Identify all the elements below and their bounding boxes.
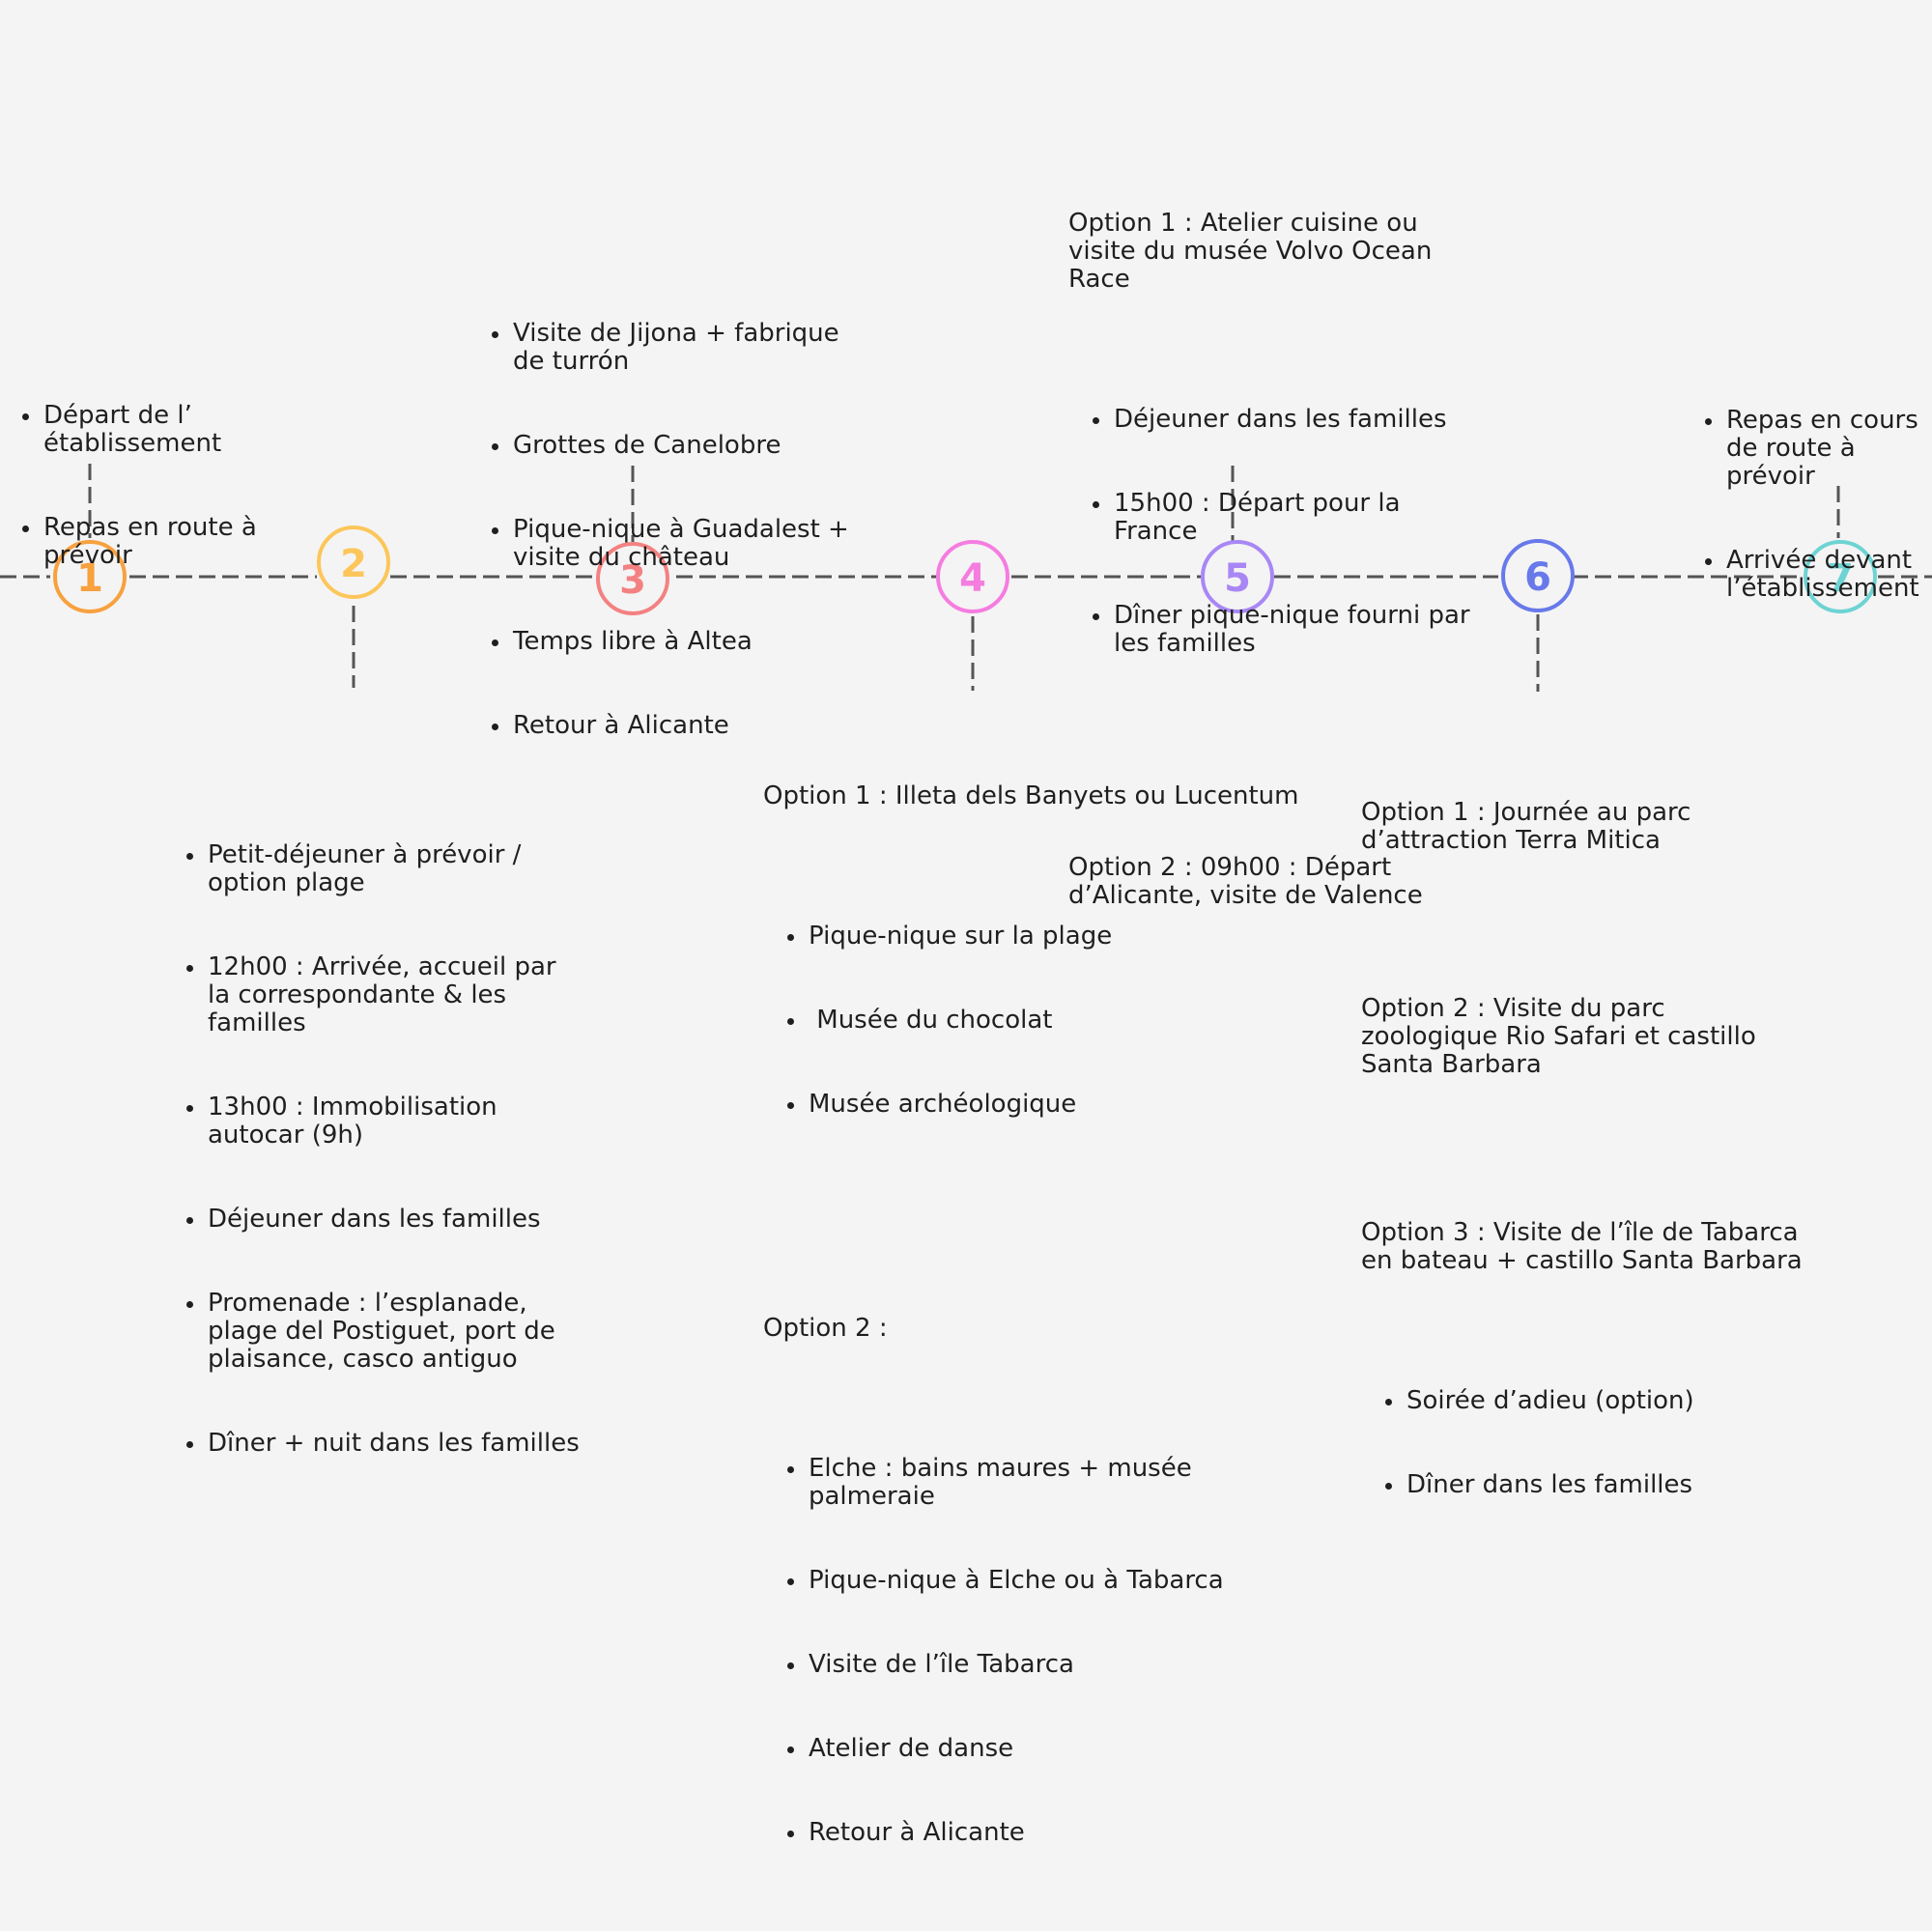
- day4-option2-item: Elche : bains maures + musée palmeraie: [786, 1455, 1304, 1511]
- day5-option2-heading: Option 2 : 09h00 : Départ d’Alicante, vi…: [1068, 853, 1423, 910]
- day5-option1-item: Dîner pique-nique fourni par les famille…: [1092, 602, 1479, 658]
- day7-item: Arrivée devant l’établissement: [1704, 547, 1924, 603]
- step-marker-3: 3: [596, 542, 669, 615]
- step-marker-2: 2: [317, 525, 390, 599]
- spacer: [763, 1231, 1304, 1259]
- day2-item: Déjeuner dans les familles: [185, 1206, 582, 1234]
- day4-option1-item: Musée archéologique: [786, 1091, 1304, 1119]
- day4-option1-heading: Option 1 : Illeta dels Banyets ou Lucent…: [763, 781, 1299, 810]
- day7-item: Repas en cours de route à prévoir: [1704, 407, 1924, 491]
- day3-block: Visite de Jijona + fabrique de turrón Gr…: [491, 208, 853, 824]
- day5-option1-item: 15h00 : Départ pour la France: [1092, 490, 1479, 546]
- step-marker-1: 1: [53, 540, 127, 613]
- step-circle: [317, 525, 390, 599]
- step-number: 1: [76, 556, 103, 601]
- step-connectors: [88, 464, 1840, 692]
- day3-item: Pique-nique à Guadalest + visite du chât…: [491, 516, 853, 572]
- step-circle: [1201, 540, 1274, 613]
- day3-item: Visite de Jijona + fabrique de turrón: [491, 320, 853, 376]
- step-circle: [596, 542, 669, 615]
- day4-option1-item: Pique-nique sur la plage: [786, 923, 1304, 951]
- day2-item: 13h00 : Immobilisation autocar (9h): [185, 1093, 582, 1150]
- day4-option2-item: Pique-nique à Elche ou à Tabarca: [786, 1567, 1304, 1595]
- step-circle: [936, 540, 1009, 613]
- day6-option3: Option 3 : Visite de l’île de Tabarca en…: [1361, 1218, 1806, 1275]
- timeline-diagram: 1 2 3 4 5 6 7: [0, 464, 1932, 692]
- step-markers: 1 2 3 4 5 6 7: [53, 525, 1877, 615]
- day4-option2-heading: Option 2 :: [763, 1314, 888, 1343]
- day3-item: Retour à Alicante: [491, 712, 853, 740]
- step-number: 4: [959, 556, 986, 601]
- day5-option1-item: Déjeuner dans les familles: [1092, 406, 1479, 434]
- day6-item: Soirée d’adieu (option): [1384, 1387, 1805, 1415]
- day1-block: Départ de l’ établissement Repas en rout…: [21, 290, 263, 654]
- step-number: 2: [340, 542, 367, 586]
- step-number: 5: [1224, 556, 1251, 601]
- day2-item: 12h00 : Arrivée, accueil par la correspo…: [185, 953, 582, 1037]
- step-number: 6: [1524, 555, 1551, 600]
- day1-item: Repas en route à prévoir: [21, 514, 263, 570]
- step-marker-4: 4: [936, 540, 1009, 613]
- spacer: [1361, 911, 1805, 939]
- day2-item: Dîner + nuit dans les familles: [185, 1430, 582, 1458]
- step-number: 3: [619, 558, 646, 603]
- step-marker-6: 6: [1501, 539, 1575, 612]
- day3-item: Grottes de Canelobre: [491, 432, 853, 460]
- day4-option2-item: Visite de l’île Tabarca: [786, 1651, 1304, 1679]
- day3-item: Temps libre à Altea: [491, 628, 853, 656]
- day1-item: Départ de l’ établissement: [21, 402, 263, 458]
- day2-item: Petit-déjeuner à prévoir / option plage: [185, 841, 582, 897]
- step-circle: [53, 540, 127, 613]
- day5-option1-heading: Option 1 : Atelier cuisine ou visite du …: [1068, 209, 1440, 294]
- day5-block: Option 1 : Atelier cuisine ou visite du …: [1068, 154, 1479, 938]
- step-marker-5: 5: [1201, 540, 1274, 613]
- day4-option2-item: Atelier de danse: [786, 1735, 1304, 1763]
- step-number: 7: [1827, 556, 1854, 601]
- day6-item: Dîner dans les familles: [1384, 1471, 1805, 1499]
- day4-option2-item: Retour à Alicante: [786, 1819, 1304, 1847]
- day7-block: Repas en cours de route à prévoir Arrivé…: [1704, 295, 1924, 687]
- step-circle: [1804, 540, 1877, 613]
- day6-option1: Option 1 : Journée au parc d’attraction …: [1361, 798, 1699, 855]
- day6-option2: Option 2 : Visite du parc zoologique Rio…: [1361, 994, 1764, 1079]
- step-circle: [1501, 539, 1575, 612]
- day2-item: Promenade : l’esplanade, plage del Posti…: [185, 1290, 582, 1374]
- day2-block: Petit-déjeuner à prévoir / option plage …: [185, 729, 582, 1542]
- step-marker-7: 7: [1804, 540, 1877, 613]
- day6-block: Option 1 : Journée au parc d’attraction …: [1361, 743, 1805, 1583]
- day4-option1-item: Musée du chocolat: [786, 1007, 1304, 1035]
